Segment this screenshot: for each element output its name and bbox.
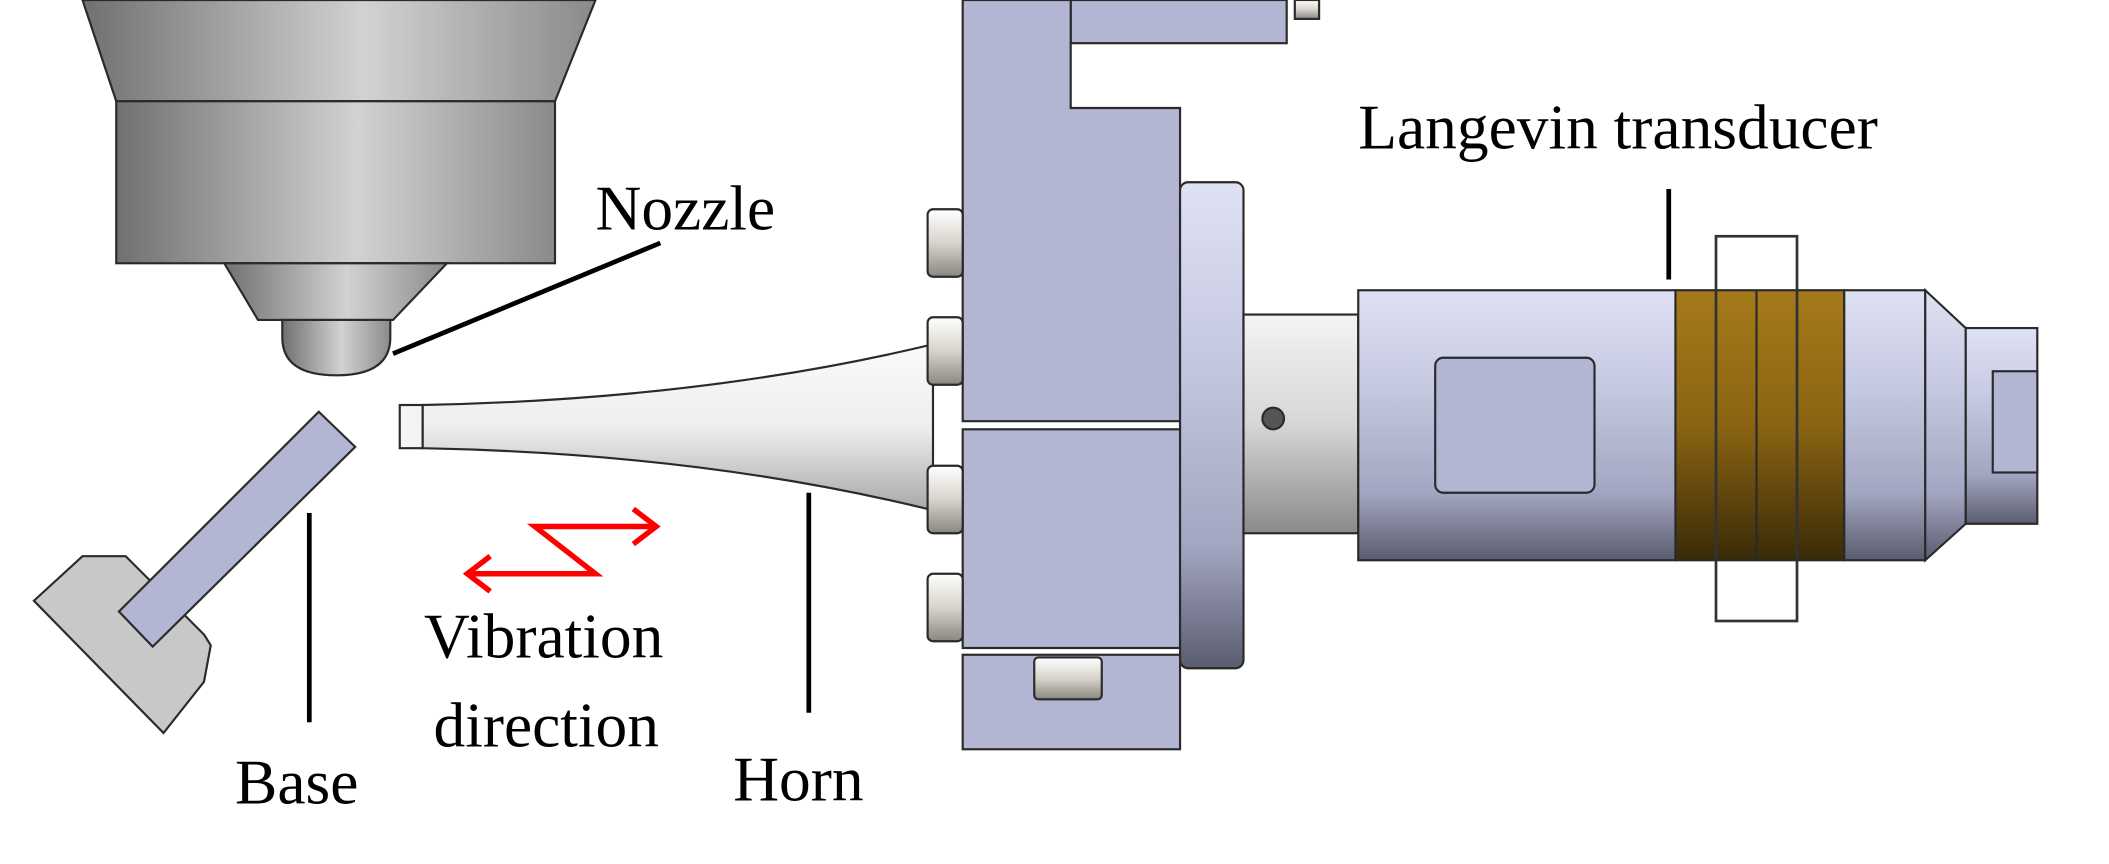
- nozzle-leader-line: [392, 240, 662, 356]
- vibration-label-line1: Vibration: [424, 600, 663, 671]
- electrode-loop: [1714, 234, 1799, 623]
- bolt-3: [926, 464, 964, 535]
- langevin-transducer: [1357, 234, 2039, 623]
- mount-bracket: [926, 0, 1321, 751]
- base-label: Base: [235, 746, 358, 817]
- bolt-bottom: [1033, 656, 1103, 701]
- flange: [1178, 181, 1360, 670]
- bolt-1: [926, 208, 964, 278]
- bolt-2: [926, 316, 964, 386]
- vibration-label-line2: direction: [434, 690, 659, 761]
- horn-label: Horn: [733, 744, 863, 815]
- horn: [398, 342, 935, 512]
- nozzle-label: Nozzle: [596, 172, 776, 243]
- base: [32, 410, 357, 735]
- piezo-rings: [1674, 289, 1846, 562]
- vibration-direction-arrow: [462, 506, 661, 594]
- nozzle: [81, 0, 597, 377]
- bolt-4: [926, 572, 964, 643]
- transducer-label: Langevin transducer: [1358, 92, 1878, 163]
